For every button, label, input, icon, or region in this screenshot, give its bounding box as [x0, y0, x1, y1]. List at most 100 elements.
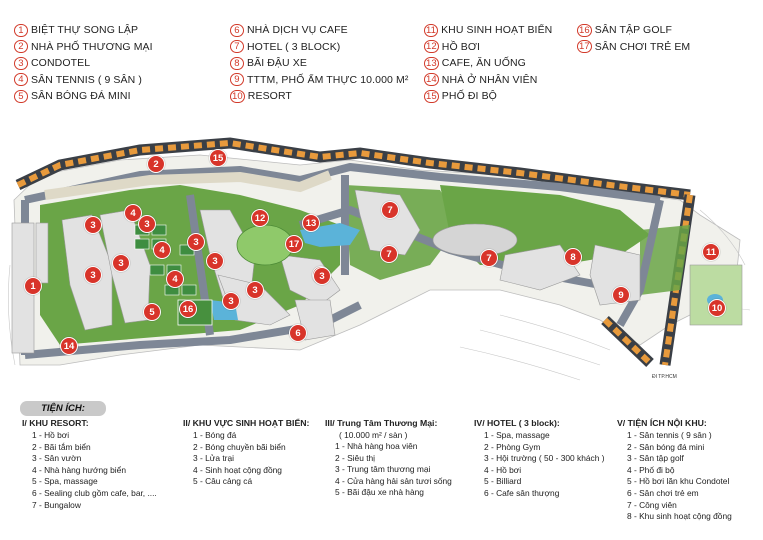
amenity-item: 2 - Bãi tắm biển: [32, 441, 91, 452]
legend-label: KHU SINH HOẠT BIỂN: [441, 24, 553, 36]
map-marker-3: 3: [313, 267, 331, 285]
legend-number: 3: [14, 56, 28, 70]
legend-label: SÂN TENNIS ( 9 SÂN ): [31, 73, 142, 86]
amenity-item: 1 - Nhà hàng hoa viên: [335, 441, 418, 451]
amenity-list: 1 - Sân tennis ( 9 sân )2 - Sân bóng đá …: [617, 430, 732, 523]
amenity-item: 4 - Sinh hoạt cộng đồng: [193, 464, 282, 475]
map-marker-3: 3: [206, 252, 224, 270]
map-marker-7: 7: [480, 249, 498, 267]
amenity-item: 2 - Bóng chuyền bãi biển: [193, 441, 286, 452]
amenity-item: 8 - Khu sinh hoạt cộng đồng: [627, 511, 732, 522]
amenity-item: 3 - Hội trường ( 50 - 300 khách ): [484, 453, 605, 464]
legend-number: 6: [230, 23, 244, 37]
map-marker-5: 5: [143, 303, 161, 321]
amenity-item: 5 - Câu cảng cá: [193, 476, 253, 487]
amenity-item: 1 - Spa, massage: [484, 430, 550, 440]
legend-label: HOTEL ( 3 BLOCK): [247, 40, 341, 53]
amenity-heading: IV/ HOTEL ( 3 block):: [474, 418, 560, 428]
amenity-item: 2 - Siêu thị: [335, 452, 376, 463]
legend-number: 1: [14, 23, 28, 37]
map-marker-9: 9: [612, 286, 630, 304]
legend-label: NHÀ DỊCH VỤ CAFE: [247, 24, 348, 36]
legend-label: HỒ BƠI: [441, 40, 480, 53]
amenity-item: 4 - Nhà hàng hướng biển: [32, 464, 126, 475]
map-marker-15: 15: [209, 149, 227, 167]
map-marker-3: 3: [138, 215, 156, 233]
amenity-item: 1 - Bóng đá: [193, 430, 237, 440]
map-marker-13: 13: [302, 214, 320, 232]
site-map: [8, 137, 751, 381]
amenity-item: 6 - Sân chơi trẻ em: [627, 487, 699, 498]
map-marker-8: 8: [564, 248, 582, 266]
amenity-item: 1 - Sân tennis ( 9 sân ): [627, 430, 712, 440]
legend-number: 15: [424, 89, 439, 103]
legend-label: CAFE, ĂN UỐNG: [441, 57, 526, 69]
map-marker-4: 4: [153, 241, 171, 259]
legend-number: 9: [230, 73, 244, 86]
legend-number: 12: [424, 40, 439, 53]
amenity-item: 4 - Phố đi bộ: [627, 464, 675, 475]
legend-label: RESORT: [247, 90, 292, 102]
legend-label: NHÀ Ở NHÂN VIÊN: [441, 73, 538, 86]
amenity-heading: V/ TIỆN ÍCH NỘI KHU:: [617, 418, 707, 428]
legend-label: TTTM, PHỐ ẨM THỰC 10.000 M²: [247, 73, 409, 86]
map-marker-3: 3: [112, 254, 130, 272]
legend-label: BIỆT THỰ SONG LẬP: [31, 24, 139, 36]
amenity-item: 7 - Công viên: [627, 499, 677, 510]
map-marker-3: 3: [222, 292, 240, 310]
amenity-column: V/ TIỆN ÍCH NỘI KHU: 1 - Sân tennis ( 9 s…: [617, 418, 732, 523]
amenity-item: 5 - Billiard: [484, 476, 522, 487]
amenity-item: 4 - Cửa hàng hải sản tươi sống: [335, 475, 452, 486]
legend-label: NHÀ PHỐ THƯƠNG MẠI: [31, 40, 153, 53]
map-marker-1: 1: [24, 277, 42, 295]
amenity-item: 5 - Hồ bơi lăn khu Condotel: [627, 476, 730, 487]
legend-number: 17: [577, 40, 592, 53]
amenity-item: 6 - Cafe sân thượng: [484, 487, 560, 498]
legend-number: 8: [230, 56, 244, 70]
buildings: [11, 189, 743, 354]
amenity-item: 6 - Sealing club gồm cafe, bar, ....: [32, 487, 157, 498]
map-marker-4: 4: [166, 270, 184, 288]
map-marker-2: 2: [147, 155, 165, 173]
legend-number: 11: [424, 23, 439, 37]
amenity-item: 3 - Sân tập golf: [627, 453, 684, 464]
map-marker-7: 7: [380, 245, 398, 263]
map-marker-11: 11: [702, 243, 720, 261]
map-marker-7: 7: [381, 201, 399, 219]
amenity-item: 1 - Hồ bơi: [32, 430, 70, 440]
legend-number: 13: [424, 56, 439, 70]
legend-number: 5: [14, 89, 28, 103]
map-marker-3: 3: [187, 233, 205, 251]
amenity-item: 2 - Phòng Gym: [484, 441, 541, 452]
amenity-item: 2 - Sân bóng đá mini: [627, 441, 705, 452]
map-marker-6: 6: [289, 324, 307, 342]
legend-number: 16: [577, 23, 592, 37]
legend-number: 7: [230, 40, 244, 53]
legend-label: CONDOTEL: [31, 57, 91, 69]
map-marker-10: 10: [708, 299, 726, 317]
amenity-item: 5 - Bãi đậu xe nhà hàng: [335, 487, 424, 498]
